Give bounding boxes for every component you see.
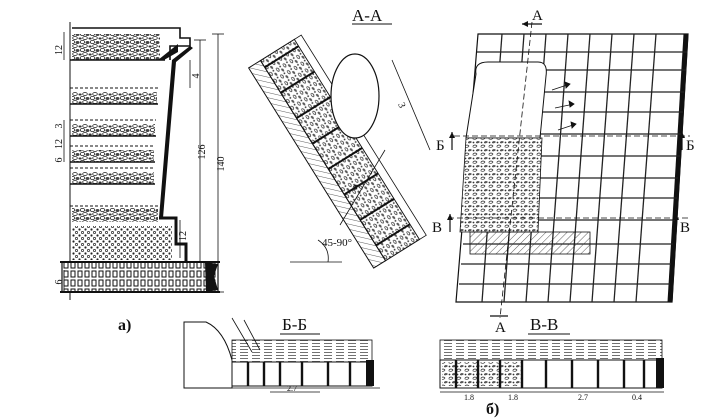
dim-4: 4: [191, 74, 202, 79]
dim-12-mid: 12: [54, 139, 65, 149]
vv-dim-04: 0.4: [632, 393, 642, 402]
lower-fill: [72, 226, 172, 260]
dam-face-wall: [159, 46, 193, 218]
vv-dim-18-b: 1.8: [508, 393, 518, 402]
cut-v-right: В: [680, 220, 690, 236]
aa-dim-6: 6: [349, 183, 361, 192]
vv-dim-18-a: 1.8: [464, 393, 474, 402]
cut-a-bottom: А: [495, 320, 506, 336]
cut-b-right: Б: [686, 138, 695, 154]
elevation-view: 12 4 3 12 6 126 140 12 6 а): [54, 22, 227, 334]
section-bb: Б-Б 2.7: [183, 315, 380, 393]
dim-6-a: 6: [54, 158, 65, 163]
section-aa: А-А 3 6: [247, 6, 431, 269]
top-cobble-layer: [72, 34, 160, 60]
cut-v-left: В: [432, 220, 442, 236]
bb-dim-27: 2.7: [287, 384, 297, 393]
cut-b-left: Б: [436, 138, 445, 154]
dim-126: 126: [197, 145, 208, 160]
caption-b: б): [486, 401, 499, 418]
elevation-dimensions: [63, 32, 224, 293]
plan-opening: [465, 61, 547, 139]
section-vv: В-В 1.8 1.8 2.7 0.4 б): [439, 315, 664, 418]
vv-water: [439, 339, 663, 361]
dim-12-low: 12: [178, 231, 189, 241]
plan-view: А А Б Б В В: [432, 8, 695, 336]
dim-3: 3: [54, 124, 65, 129]
vv-dim-27: 2.7: [578, 393, 588, 402]
dim-140: 140: [216, 157, 227, 172]
dim-6-bottom: 6: [54, 280, 65, 285]
section-vv-title: В-В: [530, 315, 558, 334]
section-aa-title: А-А: [352, 6, 383, 25]
intermediate-layers: [70, 87, 158, 222]
aa-angle: 45-90°: [322, 237, 352, 249]
dim-12-top: 12: [54, 45, 65, 55]
caption-a: а): [118, 317, 131, 334]
crest-outline: [72, 27, 191, 60]
lower-step-wall: [159, 216, 188, 262]
aa-dim-3: 3: [395, 101, 407, 110]
aa-opening: [330, 53, 380, 139]
bb-water: [231, 339, 373, 363]
section-bb-title: Б-Б: [282, 315, 307, 334]
bottom-block-row: [61, 261, 219, 293]
cut-a-top: А: [532, 8, 543, 24]
